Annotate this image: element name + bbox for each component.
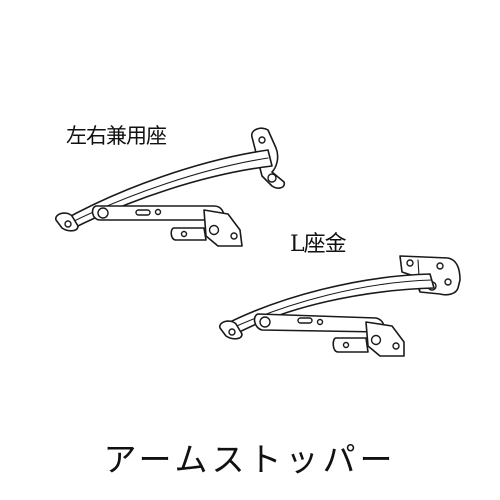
mount-hole [258, 136, 266, 144]
bracket-hole [230, 232, 238, 240]
foot-hole [342, 341, 350, 349]
link-slot [135, 209, 151, 216]
bracket-hole [208, 224, 220, 236]
arm-edge-line [227, 279, 433, 331]
universal-seat-arm-stopper [55, 127, 286, 247]
bracket-foot [170, 227, 207, 241]
plate-hole [406, 259, 414, 267]
pivot-hole [97, 207, 109, 219]
bracket-foot [332, 337, 369, 353]
bracket-hole [370, 334, 382, 346]
l-washer-arm-stopper [219, 255, 461, 357]
universal-seat-label: 左右兼用座 [66, 124, 167, 148]
tab-hole [64, 220, 72, 228]
link-hole [154, 208, 162, 216]
foot-hole [180, 230, 188, 238]
l-washer-label: L座金 [290, 232, 347, 257]
tab-hole [228, 328, 236, 336]
pivot-hole [259, 316, 271, 328]
plate-hole [444, 278, 452, 286]
link-hole [316, 318, 324, 326]
arm-edge-line [67, 157, 269, 225]
link-slot [297, 317, 313, 324]
product-caption: アームストッパー [103, 440, 397, 479]
mount-hole [267, 173, 277, 183]
bracket-hole [392, 342, 400, 350]
plate-hole [436, 262, 444, 270]
